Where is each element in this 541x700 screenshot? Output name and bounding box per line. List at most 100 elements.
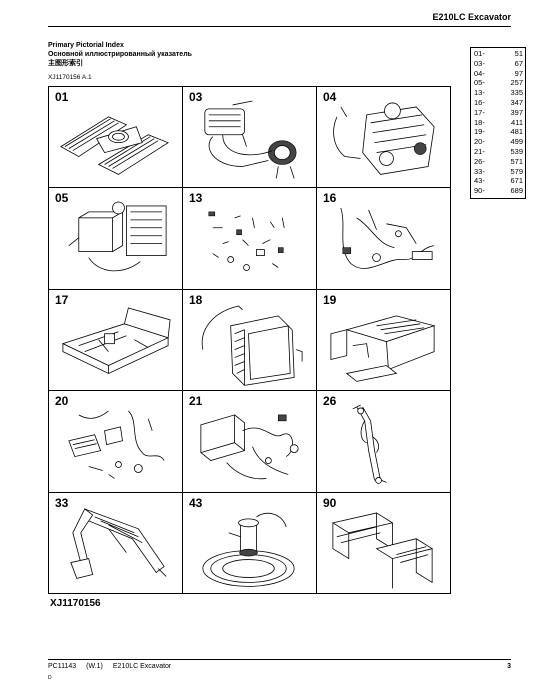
group-cell-33[interactable]: 33 xyxy=(49,492,183,594)
group-label: 17 xyxy=(55,292,69,307)
group-number: 33- xyxy=(474,166,485,176)
group-number: 26- xyxy=(474,156,485,166)
group-cell-26[interactable]: 26 xyxy=(317,391,451,493)
cooling-system-illustration xyxy=(68,201,167,272)
page-number: 689 xyxy=(510,186,523,196)
table-row[interactable]: 20- 499 xyxy=(474,137,523,147)
group-label: 20 xyxy=(55,394,69,409)
table-row[interactable]: 05- 257 xyxy=(474,78,523,88)
group-cell-17[interactable]: 17 xyxy=(49,289,183,392)
group-cell-04[interactable]: 04 xyxy=(317,87,451,189)
group-number: 19- xyxy=(474,127,485,137)
table-row[interactable]: 19- 481 xyxy=(474,127,523,137)
track-frame-illustration xyxy=(60,116,169,175)
group-label: 21 xyxy=(189,394,203,409)
group-label: 19 xyxy=(323,292,337,307)
index-code: XJ1170156 A.1 xyxy=(48,74,92,81)
guard-structure-illustration xyxy=(331,512,434,588)
table-row[interactable]: 01- 51 xyxy=(474,49,523,59)
page-number: 539 xyxy=(510,146,523,156)
group-cell-20[interactable]: 20 xyxy=(49,391,183,493)
table-row[interactable]: 33- 579 xyxy=(474,167,523,177)
group-label: 43 xyxy=(189,495,203,510)
operator-cab-illustration xyxy=(201,305,303,386)
table-row[interactable]: 90- 689 xyxy=(474,186,523,196)
engine-illustration xyxy=(333,102,435,175)
table-row[interactable]: 21- 539 xyxy=(474,147,523,157)
group-number: 43- xyxy=(474,176,485,186)
index-heading: Primary Pictorial Index Основной иллюстр… xyxy=(48,41,192,82)
page-number: 671 xyxy=(510,176,523,186)
hydraulic-lines-illustration xyxy=(352,404,387,484)
group-label: 01 xyxy=(55,90,69,104)
group-number: 05- xyxy=(474,78,485,88)
wiring-harness-illustration xyxy=(340,208,435,270)
footer-rule xyxy=(48,659,511,660)
group-number: 04- xyxy=(474,68,485,78)
table-row[interactable]: 18- 411 xyxy=(474,118,523,128)
group-label: 18 xyxy=(189,292,203,307)
footer-info: PC11143 (W.1) E210LC Excavator xyxy=(48,663,181,670)
group-label: 33 xyxy=(55,495,69,510)
footer-model: E210LC Excavator xyxy=(112,663,172,670)
group-cell-18[interactable]: 18 xyxy=(183,289,317,392)
group-cell-19[interactable]: 19 xyxy=(317,289,451,392)
boom-arm-illustration xyxy=(70,507,167,579)
header-rule xyxy=(48,26,511,27)
group-number: 21- xyxy=(474,146,485,156)
electrical-parts-illustration xyxy=(208,211,285,272)
page-number: 3 xyxy=(507,663,511,670)
electrical-controls-illustration xyxy=(68,410,165,479)
table-row[interactable]: 17-397 xyxy=(474,108,523,118)
document-number: PC11143 xyxy=(48,663,77,670)
table-row[interactable]: 03- 67 xyxy=(474,59,523,69)
group-cell-90[interactable]: 90 xyxy=(317,492,451,594)
page-number: 481 xyxy=(510,127,523,137)
figure-id: XJ1170156 xyxy=(50,598,101,609)
table-row[interactable]: 16-347 xyxy=(474,98,523,108)
group-number: 20- xyxy=(474,137,485,147)
table-row[interactable]: 13- 335 xyxy=(474,88,523,98)
group-cell-01[interactable]: 01 xyxy=(49,87,183,189)
group-label: 13 xyxy=(189,191,203,206)
upper-frame-illustration xyxy=(61,307,171,374)
page-number: 347 xyxy=(510,97,523,107)
group-cell-13[interactable]: 13 xyxy=(183,188,317,290)
page-number: 51 xyxy=(514,49,523,58)
group-label: 04 xyxy=(323,90,337,104)
page-number: 257 xyxy=(510,78,523,88)
header-title: E210LC Excavator xyxy=(432,12,511,22)
index-title-ru: Основной иллюстрированный указатель xyxy=(48,51,192,58)
group-label: 16 xyxy=(323,191,337,206)
group-cell-16[interactable]: 16 xyxy=(317,188,451,290)
table-row[interactable]: 04-97 xyxy=(474,69,523,79)
group-page-table: 01- 51 03- 67 04-97 05- 257 13- 335 16-347 1… xyxy=(470,47,526,199)
page-number: 411 xyxy=(511,117,523,127)
group-cell-03[interactable]: 03 xyxy=(183,87,317,189)
group-cell-21[interactable]: 21 xyxy=(183,391,317,493)
table-row[interactable]: 26- 571 xyxy=(474,157,523,167)
hood-covers-illustration xyxy=(330,315,436,382)
group-label: 03 xyxy=(189,90,203,104)
group-cell-05[interactable]: 05 xyxy=(49,188,183,290)
group-number: 18- xyxy=(474,117,485,127)
document-revision: (W.1) xyxy=(86,663,103,670)
pictorial-grid: 01 03 04 xyxy=(48,86,451,594)
group-cell-43[interactable]: 43 xyxy=(183,492,317,594)
page-number: 571 xyxy=(510,156,523,166)
group-number: 01- xyxy=(474,49,485,58)
page-number: 499 xyxy=(510,137,523,147)
page-number: 397 xyxy=(510,107,523,117)
engine-accessory-illustration xyxy=(204,100,297,179)
page-number: 67 xyxy=(514,58,523,68)
group-label: 26 xyxy=(323,394,337,409)
swing-bearing-illustration xyxy=(202,512,295,587)
group-number: 90- xyxy=(474,186,485,196)
page-number: 335 xyxy=(510,88,523,98)
page-number: 579 xyxy=(510,166,523,176)
index-title-en: Primary Pictorial Index xyxy=(48,42,124,49)
group-label: 90 xyxy=(323,495,337,510)
group-number: 13- xyxy=(474,88,485,98)
group-number: 03- xyxy=(474,58,485,68)
table-row[interactable]: 43- 671 xyxy=(474,176,523,186)
